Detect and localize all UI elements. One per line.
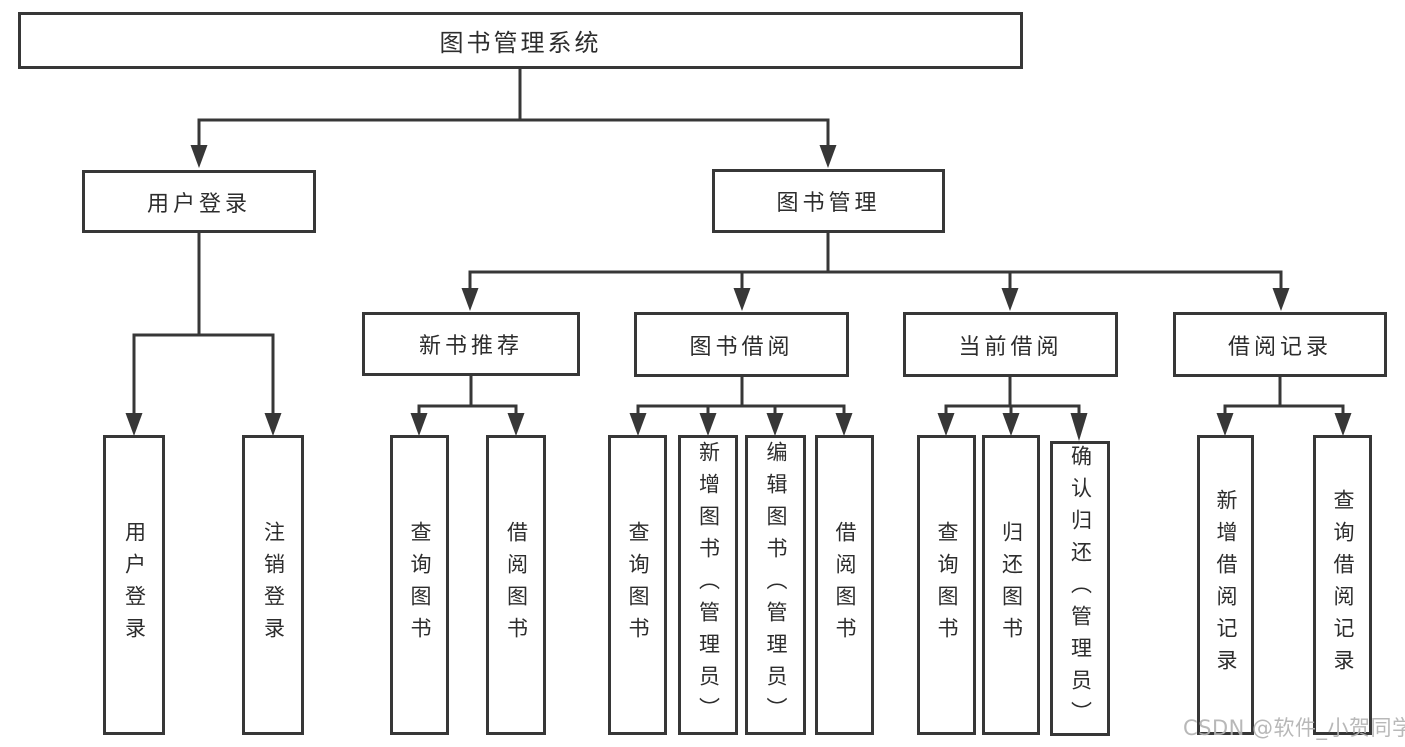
node-new-book-recommend: 新书推荐 [362, 312, 580, 376]
node-label: 新增借阅记录 [1214, 489, 1238, 681]
leaf-user-login: 用户登录 [103, 435, 165, 735]
node-label: 新书推荐 [418, 334, 523, 359]
node-label: 查询图书 [626, 521, 650, 649]
arrow-down-icon [937, 413, 955, 436]
connector-bookmgmt-to-level3 [468, 231, 1283, 293]
node-user-login: 用户登录 [82, 170, 316, 233]
leaf-records-query-record: 查询借阅记录 [1313, 435, 1372, 735]
arrow-down-icon [264, 413, 282, 436]
node-book-borrow: 图书借阅 [634, 312, 849, 377]
node-label: 归还图书 [999, 521, 1024, 649]
connector-recommend-to-leaves [417, 374, 518, 420]
leaf-recommend-query-books: 查询图书 [390, 435, 449, 735]
arrow-down-icon [1216, 413, 1234, 436]
arrow-down-icon [125, 413, 143, 436]
node-label: 用户登录 [146, 191, 251, 217]
node-label: 查询借阅记录 [1331, 489, 1355, 681]
arrow-down-icon [733, 288, 751, 311]
leaf-recommend-borrow-books: 借阅图书 [486, 435, 546, 735]
arrow-down-icon [410, 413, 428, 436]
arrow-down-icon [1272, 288, 1290, 311]
arrow-down-icon [1334, 413, 1352, 436]
node-current-borrow: 当前借阅 [903, 312, 1118, 377]
arrow-down-icon [1070, 413, 1088, 441]
node-label: 图书借阅 [689, 334, 794, 360]
arrow-down-icon [190, 145, 208, 168]
connector-records-to-leaves [1223, 375, 1345, 420]
csdn-watermark: CSDN @软件_小贺同学 [1183, 716, 1405, 740]
leaf-current-query-books: 查询图书 [917, 435, 976, 735]
node-label: 查询图书 [408, 521, 432, 649]
node-label: 确认归还（管理员） [1068, 444, 1093, 733]
leaf-logout: 注销登录 [242, 435, 304, 735]
arrow-down-icon [1002, 413, 1020, 436]
arrow-down-icon [629, 413, 647, 436]
connector-current-to-leaves [944, 375, 1081, 420]
node-label: 图书管理 [776, 191, 881, 216]
node-borrow-records: 借阅记录 [1173, 312, 1387, 377]
node-library-management-system: 图书管理系统 [18, 12, 1023, 69]
node-book-management: 图书管理 [712, 169, 945, 233]
node-label: 借阅图书 [504, 521, 529, 649]
leaf-borrow-edit-books-admin: 编辑图书（管理员） [745, 435, 806, 735]
leaf-records-add-record: 新增借阅记录 [1197, 435, 1254, 735]
node-label: 编辑图书（管理员） [764, 441, 788, 729]
leaf-borrow-query-books: 查询图书 [608, 435, 667, 735]
arrow-down-icon [699, 413, 717, 436]
arrow-down-icon [766, 413, 784, 436]
node-label: 查询图书 [935, 521, 959, 649]
leaf-borrow-add-books-admin: 新增图书（管理员） [678, 435, 738, 735]
connector-userlogin-to-leaves [132, 231, 275, 418]
node-label: 用户登录 [122, 521, 147, 649]
node-label: 当前借阅 [958, 334, 1063, 360]
connector-root-to-level2 [197, 67, 830, 152]
arrow-down-icon [819, 145, 837, 168]
node-label: 借阅图书 [833, 521, 857, 649]
node-label: 新增图书（管理员） [696, 441, 721, 729]
connector-borrow-to-leaves [636, 375, 846, 420]
arrow-down-icon [1001, 288, 1019, 311]
leaf-current-confirm-return-admin: 确认归还（管理员） [1050, 441, 1110, 736]
node-label: 注销登录 [261, 521, 286, 649]
node-label: 借阅记录 [1227, 334, 1332, 360]
node-label: 图书管理系统 [439, 29, 602, 57]
leaf-current-return-books: 归还图书 [982, 435, 1040, 735]
arrow-down-icon [507, 413, 525, 436]
arrow-down-icon [461, 288, 479, 311]
arrow-down-icon [835, 413, 853, 436]
leaf-borrow-borrow-books: 借阅图书 [815, 435, 874, 735]
